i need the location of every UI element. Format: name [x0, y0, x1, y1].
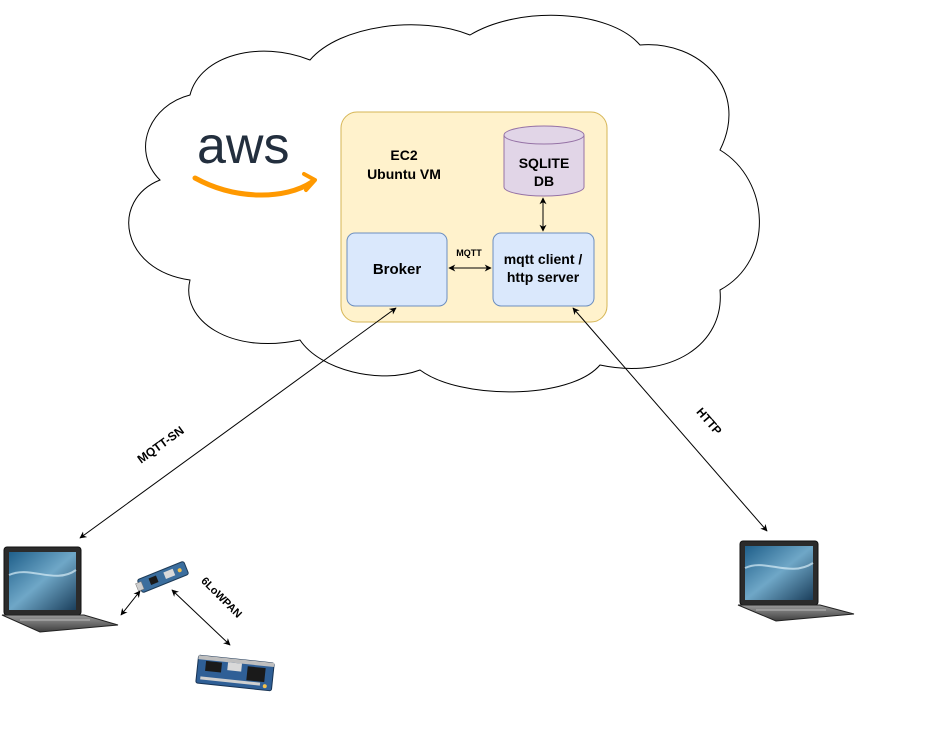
mqtt-sn-label: MQTT-SN — [135, 423, 187, 466]
broker-box — [346, 232, 448, 307]
sixlowpan-label: 6LoWPAN — [198, 575, 244, 621]
right-laptop-icon — [737, 540, 855, 622]
usb-dongle-board-icon — [135, 561, 189, 593]
http-arrow — [572, 307, 768, 532]
client-label-line2: http server — [507, 269, 580, 285]
aws-logo-text: aws — [197, 117, 289, 175]
broker-label: Broker — [373, 261, 422, 278]
mqtt-client-box — [492, 232, 595, 307]
http-label: HTTP — [693, 405, 724, 438]
aws-smile-icon — [192, 175, 315, 198]
sixlowpan-arrow — [171, 589, 231, 646]
mqtt-label: MQTT — [456, 248, 482, 258]
vm-title-line2: Ubuntu VM — [367, 166, 441, 182]
left-laptop-icon — [1, 546, 119, 633]
sqlite-db: SQLITE DB — [503, 125, 585, 197]
mqtt-sn-arrow — [79, 307, 397, 539]
db-label-line1: SQLITE — [519, 155, 570, 171]
db-label-line2: DB — [534, 173, 554, 189]
aws-logo: aws — [192, 117, 317, 198]
vm-title-line1: EC2 — [390, 147, 417, 163]
client-label-line1: mqtt client / — [504, 251, 583, 267]
dev-board-icon — [195, 654, 275, 692]
laptop-dongle-arrow — [120, 590, 141, 616]
